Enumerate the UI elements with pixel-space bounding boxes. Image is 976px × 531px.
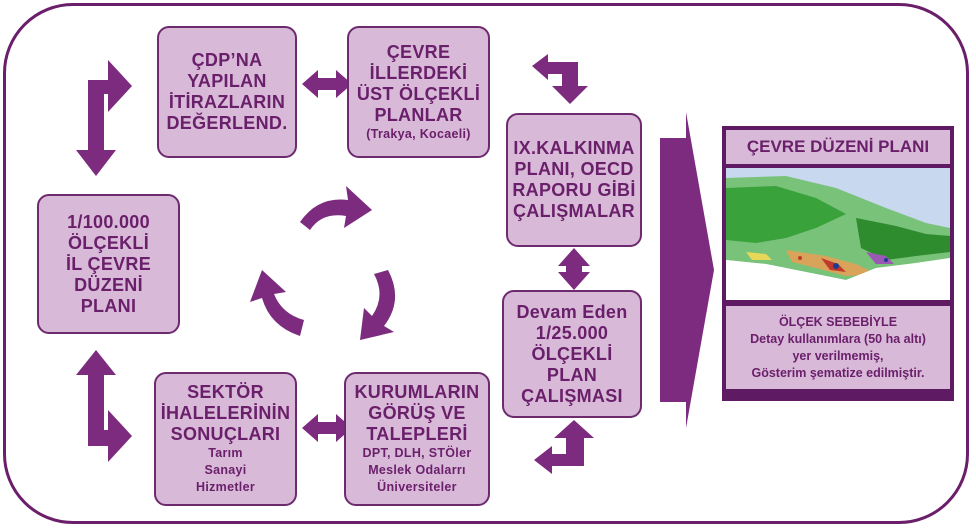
box-line: İTİRAZLARIN bbox=[168, 92, 286, 112]
box-line: PLANI bbox=[80, 295, 137, 316]
note-line: Detay kullanımlara (50 ha altı) bbox=[750, 331, 926, 346]
box-line: SONUÇLARI bbox=[170, 424, 281, 444]
note-line: Gösterim şematize edilmiştir. bbox=[751, 365, 925, 380]
box-line: Devam Eden bbox=[516, 301, 628, 322]
big-arrow-to-plan bbox=[660, 112, 714, 428]
box-line: ÇALIŞMASI bbox=[521, 385, 623, 406]
box-line: DEĞERLEND. bbox=[166, 113, 288, 133]
box-cdp-objections: ÇDP’NA YAPILAN İTİRAZLARIN DEĞERLEND. bbox=[157, 26, 297, 158]
box-il-cevre: 1/100.000 ÖLÇEKLİ İL ÇEVRE DÜZENİ PLANI bbox=[37, 194, 180, 334]
box-line: RAPORU GİBİ bbox=[512, 180, 636, 200]
box-sub: Sanayi bbox=[204, 463, 247, 477]
box-line: 1/25.000 bbox=[535, 322, 609, 343]
plan-panel-note: ÖLÇEK SEBEBİYLE Detay kullanımlara (50 h… bbox=[726, 306, 950, 389]
box-line: PLAN bbox=[546, 364, 598, 385]
outer-frame bbox=[3, 3, 969, 524]
box-line: İHALELERİNİN bbox=[160, 403, 291, 423]
box-line: ÇEVRE bbox=[386, 41, 451, 62]
box-sub: Hizmetler bbox=[196, 480, 255, 494]
cycle-arrow-top bbox=[300, 186, 372, 230]
plan-map-image bbox=[726, 168, 950, 300]
box-line: KURUMLARIN bbox=[354, 382, 480, 402]
box-devam: Devam Eden 1/25.000 ÖLÇEKLİ PLAN ÇALIŞMA… bbox=[502, 290, 642, 418]
box-sub: Tarım bbox=[208, 446, 243, 460]
box-line: İL ÇEVRE bbox=[65, 253, 152, 274]
elbow-arrow-bottom-left bbox=[76, 350, 132, 462]
box-ix-plan: IX.KALKINMA PLANI, OECD RAPORU GİBİ ÇALI… bbox=[506, 113, 642, 247]
elbow-arrow-top-left bbox=[76, 60, 132, 176]
box-kurumlar: KURUMLARIN GÖRÜŞ VE TALEPLERİ DPT, DLH, … bbox=[344, 372, 490, 506]
box-line: GÖRÜŞ VE bbox=[368, 403, 466, 423]
double-arrow-vertical bbox=[558, 248, 590, 290]
cycle-arrow-right bbox=[360, 270, 396, 340]
box-neighbor-plans: ÇEVRE İLLERDEKİ ÜST ÖLÇEKLİ PLANLAR (Tra… bbox=[347, 26, 490, 158]
box-line: ÇDP’NA bbox=[191, 50, 263, 70]
box-line: ÜST ÖLÇEKLİ bbox=[356, 83, 481, 104]
box-line: 1/100.000 bbox=[67, 211, 150, 232]
box-sub: Üniversiteler bbox=[377, 480, 457, 494]
double-arrow-top bbox=[302, 70, 352, 98]
box-line: PLANI, OECD bbox=[514, 159, 634, 179]
elbow-arrow-bottom-right bbox=[534, 420, 594, 474]
box-line: TALEPLERİ bbox=[366, 424, 468, 444]
plan-panel: ÇEVRE DÜZENİ PLANI ÖLÇEK SEBEBİYLE Detay… bbox=[722, 126, 954, 401]
box-line: ÖLÇEKLİ bbox=[67, 232, 150, 253]
box-line: IX.KALKINMA bbox=[513, 138, 635, 158]
box-line: PLANLAR bbox=[374, 104, 463, 125]
note-line: yer verilmemiş, bbox=[792, 348, 884, 363]
box-line: DÜZENİ bbox=[74, 274, 143, 295]
note-line: ÖLÇEK SEBEBİYLE bbox=[778, 314, 898, 329]
box-sub: Meslek Odalarrı bbox=[368, 463, 466, 477]
double-arrow-bottom bbox=[302, 414, 352, 442]
box-note: (Trakya, Kocaeli) bbox=[366, 126, 471, 141]
elbow-arrow-top-right bbox=[532, 54, 588, 104]
map-graphic bbox=[726, 168, 950, 300]
plan-panel-title: ÇEVRE DÜZENİ PLANI bbox=[726, 130, 950, 164]
cycle-arrow-left bbox=[250, 270, 304, 336]
box-line: SEKTÖR bbox=[187, 382, 264, 402]
box-line: ÖLÇEKLİ bbox=[531, 343, 613, 364]
box-line: ÇALIŞMALAR bbox=[513, 201, 635, 221]
box-line: YAPILAN bbox=[187, 71, 267, 91]
box-line: İLLERDEKİ bbox=[369, 62, 468, 83]
box-sub: DPT, DLH, STÖler bbox=[362, 446, 472, 460]
box-sektor: SEKTÖR İHALELERİNİN SONUÇLARI Tarım Sana… bbox=[154, 372, 297, 506]
